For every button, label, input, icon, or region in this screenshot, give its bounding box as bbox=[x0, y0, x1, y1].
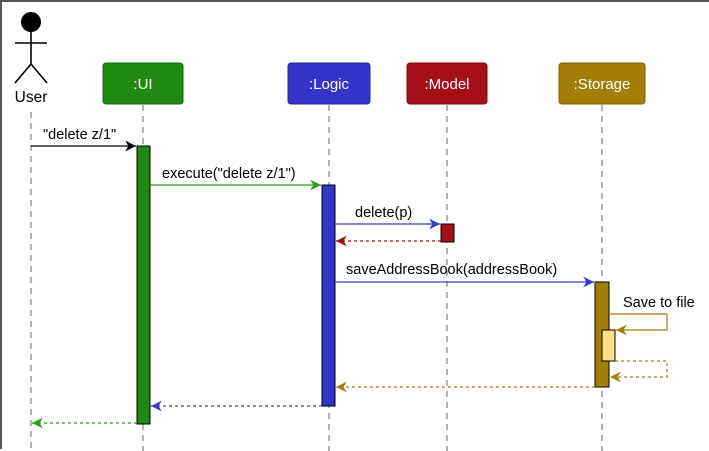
participant-ui-label: :UI bbox=[133, 76, 152, 93]
participant-storage: :Storage bbox=[558, 62, 646, 105]
actor-label: User bbox=[15, 89, 48, 106]
return-save-to-file bbox=[610, 360, 668, 383]
participant-logic-label: :Logic bbox=[309, 76, 350, 93]
message-save-to-file bbox=[609, 313, 668, 336]
message-save-to-file-label: Save to file bbox=[623, 295, 695, 311]
participant-model: :Model bbox=[406, 62, 488, 105]
user-actor-icon bbox=[14, 12, 48, 84]
activation-ui bbox=[136, 145, 151, 425]
message-execute-label: execute("delete z/1") bbox=[162, 166, 296, 182]
participant-storage-label: :Storage bbox=[574, 76, 631, 93]
participant-model-label: :Model bbox=[424, 76, 469, 93]
message-save-address-book-label: saveAddressBook(addressBook) bbox=[346, 262, 557, 278]
activation-storage-nested bbox=[601, 329, 616, 362]
activation-logic bbox=[321, 184, 336, 407]
message-delete-p-label: delete(p) bbox=[355, 205, 412, 221]
message-delete-command-label: "delete z/1" bbox=[43, 127, 116, 143]
participant-logic: :Logic bbox=[287, 62, 371, 105]
activation-model bbox=[440, 223, 455, 243]
participant-ui: :UI bbox=[102, 62, 184, 105]
